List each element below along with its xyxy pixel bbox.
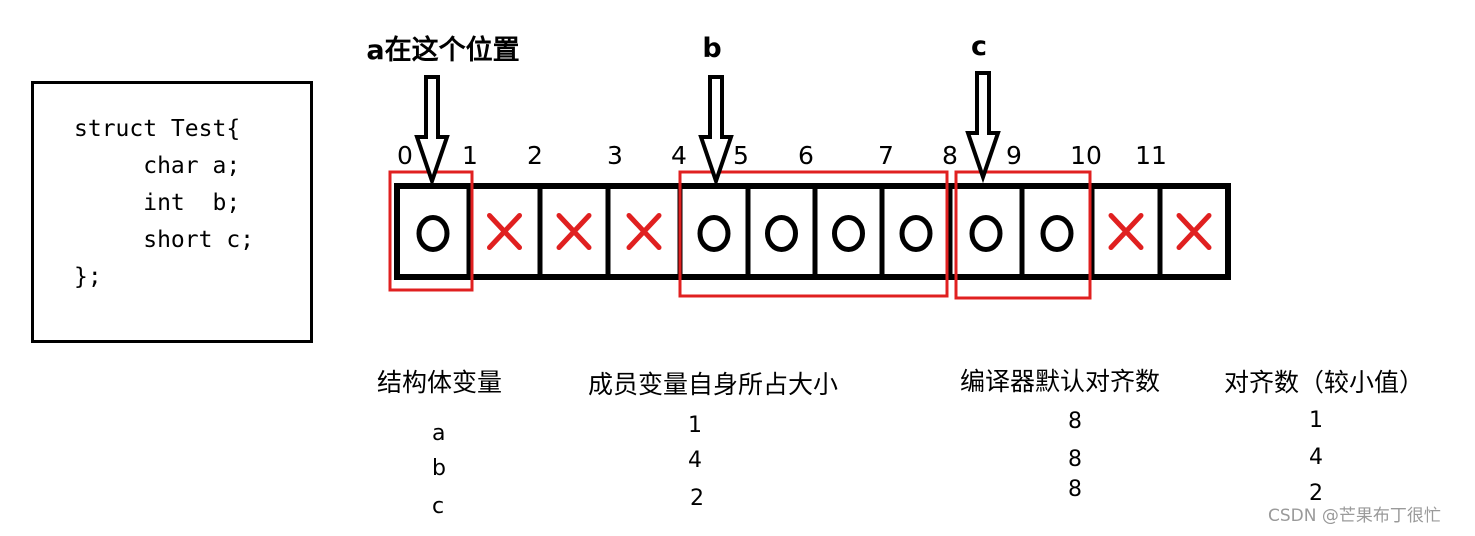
occupied-circle-icon <box>697 215 731 252</box>
struct-code-box: struct Test{ char a; int b; short c; }; <box>31 81 313 343</box>
offset-index-label: 3 <box>607 141 623 170</box>
csdn-watermark: CSDN @芒果布丁很忙 <box>1268 506 1441 526</box>
offset-index-label: 2 <box>527 141 543 170</box>
occupied-circle-icon <box>765 215 798 252</box>
code-line: }; <box>74 264 102 290</box>
offset-index-label: 4 <box>671 141 687 170</box>
table-cell: 2 <box>1309 481 1323 506</box>
offset-index-label: 7 <box>878 141 894 170</box>
cross-stroke <box>626 213 662 250</box>
offset-index-label: 0 <box>397 141 413 170</box>
table-cell: 2 <box>690 486 704 511</box>
offset-index-label: 11 <box>1135 141 1167 170</box>
occupied-circle-icon <box>832 215 865 252</box>
table-cell: c <box>432 494 445 519</box>
offset-index-label: 10 <box>1070 141 1102 170</box>
header-effective-alignment: 对齐数（较小值） <box>1224 368 1425 397</box>
table-cell: 8 <box>1068 409 1082 434</box>
table-cell: 1 <box>1309 408 1323 433</box>
pointer-label: b <box>702 33 721 64</box>
down-arrow-icon <box>414 75 450 188</box>
code-line: int b; <box>74 190 241 216</box>
code-line: struct Test{ <box>74 116 241 142</box>
pointer-label: a在这个位置 <box>366 34 519 66</box>
table-cell: 8 <box>1068 447 1082 472</box>
down-arrow-icon <box>965 71 1001 184</box>
member-highlight-frame <box>954 170 1092 300</box>
padding-cross-icon <box>1108 213 1144 250</box>
table-cell: 8 <box>1068 477 1082 502</box>
code-line: char a; <box>74 153 241 179</box>
padding-cross-icon <box>626 213 662 250</box>
padding-cross-icon <box>556 213 592 250</box>
cross-stroke <box>556 213 592 250</box>
padding-cross-icon <box>487 213 522 250</box>
table-cell: 4 <box>1309 445 1323 470</box>
cross-stroke <box>1108 213 1144 250</box>
offset-index-label: 9 <box>1006 141 1022 170</box>
down-arrow-icon <box>698 75 734 188</box>
cross-stroke <box>1176 213 1212 250</box>
pointer-label: c <box>971 31 987 62</box>
code-line: short c; <box>74 227 255 253</box>
member-highlight-frame <box>678 170 949 298</box>
occupied-circle-icon <box>969 215 1003 252</box>
occupied-circle-icon <box>416 215 450 252</box>
occupied-circle-icon <box>1040 215 1074 252</box>
member-highlight-frame <box>388 170 474 292</box>
table-cell: b <box>432 456 446 481</box>
header-member-size: 成员变量自身所占大小 <box>588 370 839 399</box>
offset-index-label: 5 <box>733 141 749 170</box>
header-struct-variable: 结构体变量 <box>377 368 503 397</box>
table-cell: 1 <box>688 413 702 438</box>
occupied-circle-icon <box>899 215 933 252</box>
cross-stroke <box>487 213 522 250</box>
offset-index-label: 6 <box>798 141 814 170</box>
table-cell: 4 <box>688 448 702 473</box>
padding-cross-icon <box>1176 213 1212 250</box>
offset-index-label: 1 <box>462 141 478 170</box>
offset-index-label: 8 <box>942 141 958 170</box>
header-default-alignment: 编译器默认对齐数 <box>960 367 1161 396</box>
table-cell: a <box>432 421 446 446</box>
